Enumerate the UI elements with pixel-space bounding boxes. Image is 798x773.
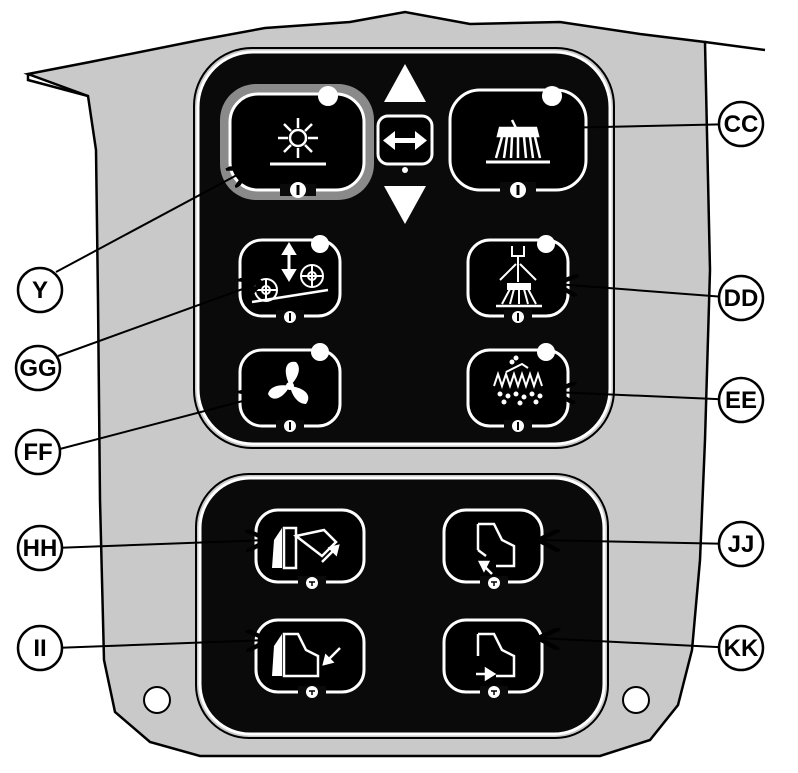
leader-lines [53, 124, 739, 648]
hopper-door-open-button[interactable] [442, 508, 544, 589]
hopper-raise-button[interactable] [254, 508, 366, 589]
brush-lift-icon [251, 242, 329, 304]
fan-icon [268, 361, 309, 404]
hopper-lower-button[interactable] [254, 618, 366, 698]
mounting-hole-left [143, 686, 171, 714]
callout-ff: FF [14, 428, 62, 476]
hopper-door-open-icon [476, 522, 516, 575]
callout-gg: GG [14, 344, 62, 392]
callout-cc: CC [717, 100, 765, 148]
mounting-hole-right [622, 686, 650, 714]
callout-label-dd: DD [724, 285, 759, 312]
filter-shaker-icon [493, 355, 543, 406]
brush-lift-button[interactable] [238, 235, 342, 323]
callout-label-kk: KK [724, 635, 759, 662]
callout-jj: JJ [717, 520, 765, 568]
arrow-up-icon[interactable] [384, 64, 426, 102]
main-brush-button[interactable] [220, 84, 374, 200]
hopper-door-close-icon [476, 632, 516, 682]
hopper-door-close-button[interactable] [442, 618, 544, 698]
callout-dd: DD [717, 274, 765, 322]
brush-roller-icon [270, 118, 326, 166]
callout-label-ee: EE [725, 387, 757, 414]
panel-edge-right [704, 40, 766, 52]
double-arrow-icon [383, 131, 427, 150]
callout-ee: EE [717, 376, 765, 424]
callout-label-gg: GG [19, 355, 56, 382]
arrow-down-icon[interactable] [384, 186, 426, 224]
callout-label-hh: HH [23, 535, 58, 562]
panel-edge-left [26, 74, 89, 98]
callout-label-y: Y [32, 277, 48, 304]
water-spray-icon [496, 246, 542, 308]
filter-shaker-button[interactable] [466, 343, 570, 432]
callout-kk: KK [717, 624, 765, 672]
callout-label-ii: II [33, 635, 46, 662]
side-brush-icon [486, 119, 550, 164]
side-brush-button[interactable] [448, 86, 588, 198]
shift-toggle-button[interactable] [376, 114, 434, 173]
callout-label-ff: FF [23, 439, 52, 466]
callout-label-jj: JJ [728, 531, 755, 558]
callout-label-cc: CC [724, 111, 759, 138]
callout-ii: II [16, 624, 64, 672]
callout-hh: HH [16, 524, 64, 572]
hopper-raise-icon [272, 526, 340, 570]
water-spray-button[interactable] [466, 235, 570, 323]
hopper-lower-icon [272, 632, 341, 678]
callout-y: Y [16, 266, 64, 314]
vacuum-fan-button[interactable] [238, 343, 342, 432]
